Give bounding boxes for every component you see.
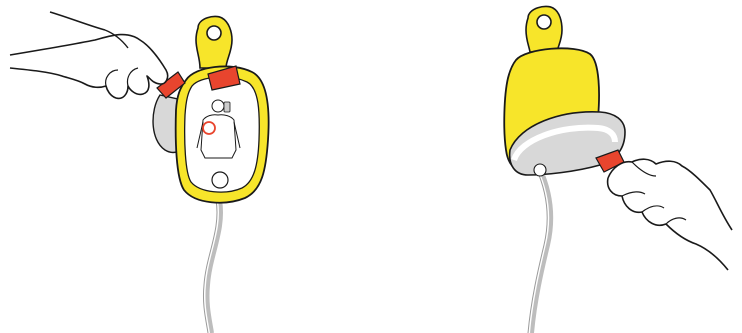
cable-icon — [203, 200, 221, 333]
hand-icon — [608, 159, 732, 270]
electrode-pad-icon — [176, 16, 269, 202]
left-panel — [10, 12, 269, 333]
right-panel — [504, 6, 732, 333]
hand-icon — [10, 12, 168, 98]
cable-icon — [528, 168, 551, 333]
